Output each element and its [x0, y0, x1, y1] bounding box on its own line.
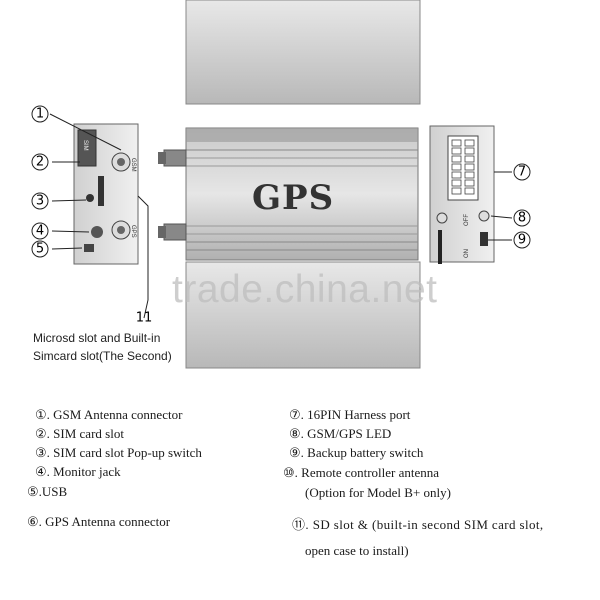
- callout-4: [31, 222, 49, 240]
- callout-5: [31, 240, 49, 258]
- callout-8-text: 8: [518, 211, 526, 226]
- callout-8: [513, 209, 531, 227]
- port-label-off: OFF: [464, 214, 470, 226]
- callout-1: [31, 105, 49, 123]
- device-lower-body: [185, 261, 421, 369]
- legend-item-9: ⑨. Backup battery switch: [289, 445, 424, 460]
- callout-2-text: 2: [36, 155, 44, 170]
- legend-item-11: ⑪. SD slot & (built-in second SIM card s…: [292, 517, 544, 532]
- legend-item-1: ①. GSM Antenna connector: [35, 407, 183, 422]
- port-label-on: ON: [464, 249, 470, 258]
- callout-5-text: 5: [36, 242, 44, 257]
- device-main-body: [185, 127, 419, 261]
- left-end-panel: [73, 123, 139, 265]
- legend-item-10: ⑩. Remote controller antenna: [283, 465, 440, 480]
- body-antenna-connectors: [158, 149, 187, 241]
- legend-item-6: ⑥. GPS Antenna connector: [27, 514, 171, 529]
- callout-3: [31, 192, 49, 210]
- note-line-2: Simcard slot(The Second): [33, 349, 172, 363]
- legend-item-10-note: (Option for Model B+ only): [305, 485, 451, 500]
- callout-9-text: 9: [518, 233, 526, 248]
- device-gps-label: GPS: [252, 178, 335, 218]
- legend-item-11-note: open case to install): [305, 543, 409, 558]
- callout-9: [513, 231, 531, 249]
- port-label-gsm: GSM: [130, 158, 136, 172]
- callout-7: [513, 163, 531, 181]
- callout-3-text: 3: [36, 194, 44, 209]
- callout-7-text: 7: [518, 165, 526, 180]
- callout-4-text: 4: [36, 224, 44, 239]
- watermark: trade.china.net: [172, 268, 438, 311]
- legend-item-7: ⑦. 16PIN Harness port: [289, 407, 411, 422]
- callout-11-text: 11: [136, 311, 153, 326]
- legend-item-5: ⑤.USB: [27, 484, 68, 499]
- note-line-1: Microsd slot and Built-in: [33, 331, 161, 345]
- legend-item-2: ②. SIM card slot: [35, 426, 124, 441]
- callout-2: [31, 153, 49, 171]
- legend-item-4: ④. Monitor jack: [35, 464, 121, 479]
- right-end-panel: [429, 125, 495, 264]
- legend-item-8: ⑧. GSM/GPS LED: [289, 426, 392, 441]
- callout-1-text: 1: [36, 107, 44, 122]
- callouts: 1 2 3 4 5 7 8 9 11: [31, 105, 531, 326]
- port-label-gps: GPS: [130, 225, 136, 238]
- legend-item-3: ③. SIM card slot Pop-up switch: [35, 445, 202, 460]
- device-diagram: GSM GPS SIM OFF ON: [31, 0, 531, 369]
- device-top-view: [185, 0, 421, 105]
- port-label-sim: SIM: [82, 140, 88, 151]
- leader-lines: [49, 113, 513, 319]
